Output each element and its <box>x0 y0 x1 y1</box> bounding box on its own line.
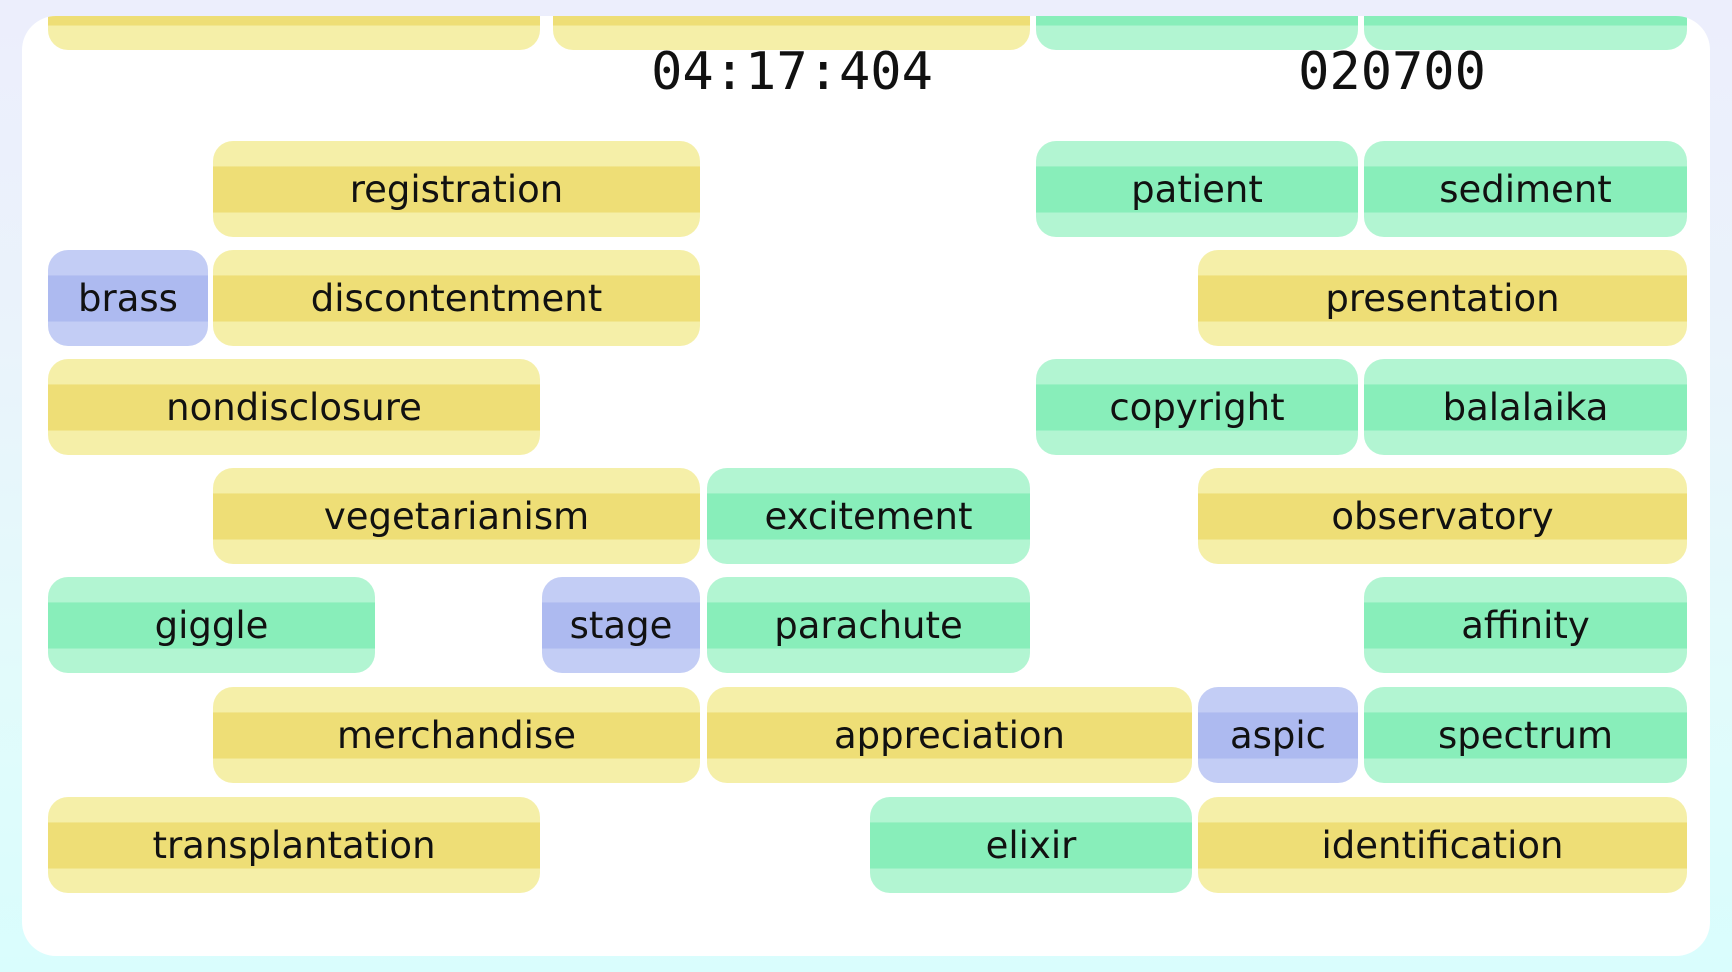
word-pill-identification[interactable]: identification <box>1198 797 1687 893</box>
word-pill-clipped[interactable] <box>553 16 1030 50</box>
word-pill-clipped[interactable] <box>1036 16 1358 50</box>
word-pill-balalaika[interactable]: balalaika <box>1364 359 1687 455</box>
word-pill-spectrum[interactable]: spectrum <box>1364 687 1687 783</box>
word-pill-patient[interactable]: patient <box>1036 141 1358 237</box>
word-pill-aspic[interactable]: aspic <box>1198 687 1358 783</box>
word-pill-sediment[interactable]: sediment <box>1364 141 1687 237</box>
word-pill-transplantation[interactable]: transplantation <box>48 797 540 893</box>
word-pill-merchandise[interactable]: merchandise <box>213 687 700 783</box>
word-pill-giggle[interactable]: giggle <box>48 577 375 673</box>
word-pill-nondisclosure[interactable]: nondisclosure <box>48 359 540 455</box>
word-pill-copyright[interactable]: copyright <box>1036 359 1358 455</box>
word-pill-excitement[interactable]: excitement <box>707 468 1030 564</box>
word-pill-presentation[interactable]: presentation <box>1198 250 1687 346</box>
word-pill-clipped[interactable] <box>48 16 540 50</box>
word-pill-brass[interactable]: brass <box>48 250 208 346</box>
word-pill-parachute[interactable]: parachute <box>707 577 1030 673</box>
word-pill-observatory[interactable]: observatory <box>1198 468 1687 564</box>
word-pill-appreciation[interactable]: appreciation <box>707 687 1192 783</box>
word-pill-stage[interactable]: stage <box>542 577 700 673</box>
word-pill-vegetarianism[interactable]: vegetarianism <box>213 468 700 564</box>
word-pill-registration[interactable]: registration <box>213 141 700 237</box>
word-pill-discontentment[interactable]: discontentment <box>213 250 700 346</box>
word-pill-affinity[interactable]: affinity <box>1364 577 1687 673</box>
word-pill-elixir[interactable]: elixir <box>870 797 1192 893</box>
word-pill-clipped[interactable] <box>1364 16 1687 50</box>
